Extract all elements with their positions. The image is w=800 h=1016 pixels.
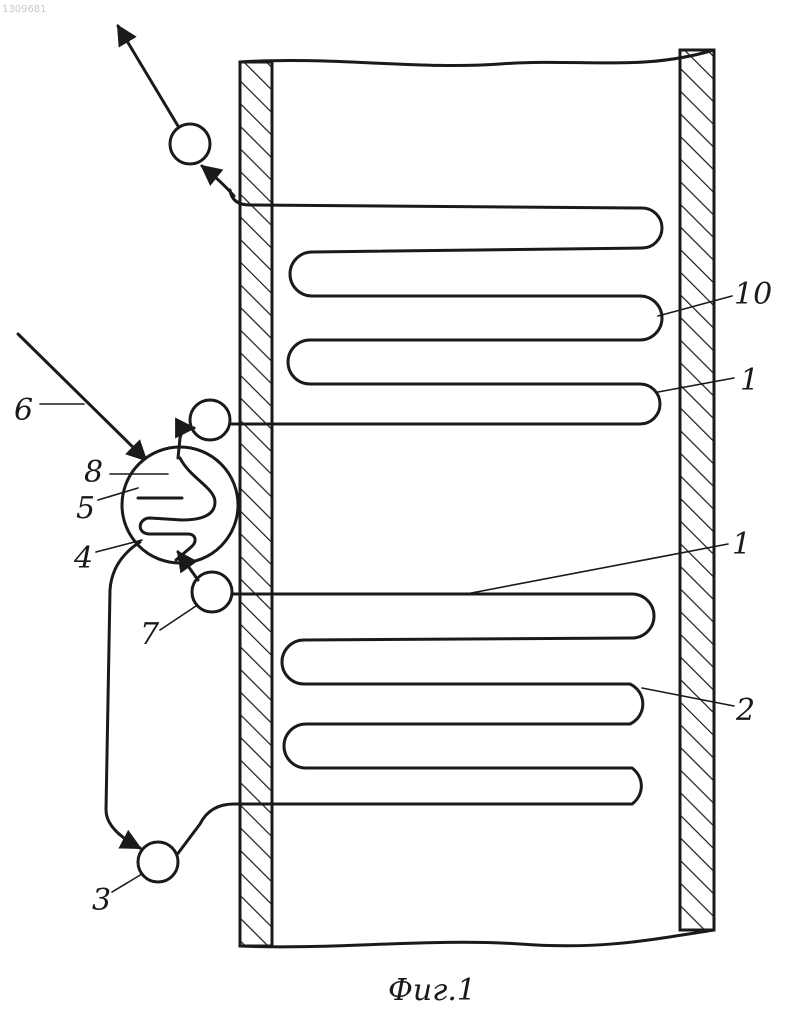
upper-coil xyxy=(230,190,662,424)
label-4: 4 xyxy=(73,541,93,576)
top-node xyxy=(170,124,210,164)
label-2: 2 xyxy=(735,693,755,728)
corner-code: 1309681 xyxy=(2,4,47,15)
node-upper-right xyxy=(190,400,230,440)
central-unit xyxy=(122,447,238,563)
return-line xyxy=(106,542,140,848)
leader-3 xyxy=(112,874,142,892)
figure-caption: Фиг.1 xyxy=(388,973,476,1008)
label-3: 3 xyxy=(92,883,111,918)
bottom-node-3 xyxy=(138,842,178,882)
label-8: 8 xyxy=(84,455,103,490)
label-5: 5 xyxy=(76,491,95,526)
label-10: 10 xyxy=(734,277,772,312)
label-7: 7 xyxy=(140,617,160,652)
inlet-line-6 xyxy=(18,334,146,460)
left-wall xyxy=(240,62,272,946)
top-outlet-arrow xyxy=(118,26,178,126)
label-1-upper: 1 xyxy=(740,363,759,398)
duct-bottom-edge xyxy=(240,930,714,947)
label-6: 6 xyxy=(14,393,33,428)
leader-7 xyxy=(160,606,196,630)
right-wall xyxy=(680,50,714,930)
duct-top-edge xyxy=(240,50,714,66)
label-1-lower: 1 xyxy=(732,527,751,562)
top-node-feed xyxy=(202,166,234,196)
